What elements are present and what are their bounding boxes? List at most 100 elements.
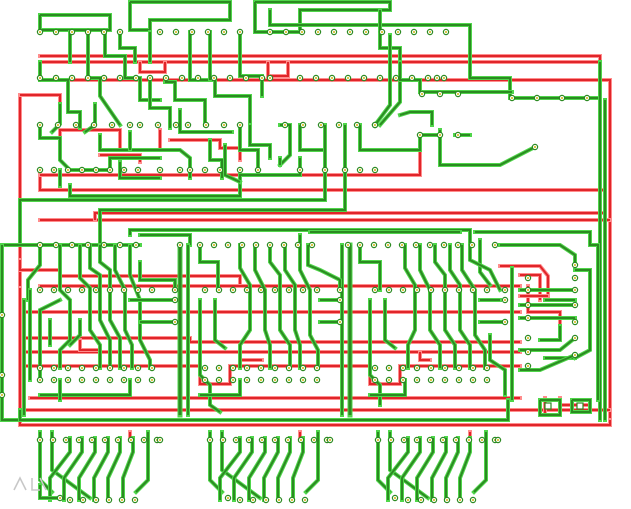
top-trace xyxy=(107,438,121,500)
drill-hole xyxy=(573,276,577,280)
drill-hole xyxy=(420,92,424,96)
top-trace-outline xyxy=(291,436,305,502)
drill-hole xyxy=(394,76,398,80)
drill-hole xyxy=(260,76,264,80)
drill-hole xyxy=(238,30,242,34)
top-trace xyxy=(379,10,401,126)
drill-hole xyxy=(80,288,84,292)
drill-hole xyxy=(86,76,90,80)
drill-hole xyxy=(268,30,272,34)
drill-hole xyxy=(457,288,461,292)
top-trace xyxy=(284,245,301,368)
drill-hole xyxy=(221,438,225,442)
drill-hole xyxy=(94,288,98,292)
drill-hole xyxy=(503,298,507,302)
top-trace xyxy=(219,438,241,500)
drill-hole xyxy=(108,366,112,370)
top-trace xyxy=(140,234,191,245)
drill-hole xyxy=(38,438,42,442)
drill-hole xyxy=(493,243,497,247)
drill-hole xyxy=(328,438,332,442)
drill-hole xyxy=(107,498,111,502)
drill-hole xyxy=(415,438,419,442)
drill-hole xyxy=(203,366,207,370)
drill-hole xyxy=(178,168,182,172)
drill-hole xyxy=(471,498,475,502)
drill-hole xyxy=(102,243,106,247)
drill-hole xyxy=(401,366,405,370)
drill-hole xyxy=(503,288,507,292)
bottom-trace xyxy=(20,94,61,105)
top-trace xyxy=(520,337,576,351)
drill-hole xyxy=(70,30,74,34)
drill-hole xyxy=(52,378,56,382)
top-trace xyxy=(78,438,96,500)
drill-hole xyxy=(70,76,74,80)
drill-hole xyxy=(273,366,277,370)
drill-hole xyxy=(443,378,447,382)
drill-hole xyxy=(222,30,226,34)
drill-hole xyxy=(122,168,126,172)
drill-hole xyxy=(372,243,376,247)
drill-hole xyxy=(259,378,263,382)
top-trace xyxy=(63,438,83,500)
drill-hole xyxy=(128,123,132,127)
top-trace xyxy=(473,432,487,493)
drill-hole xyxy=(526,303,530,307)
drill-hole xyxy=(526,364,530,368)
drill-hole xyxy=(208,438,212,442)
drill-hole xyxy=(406,498,410,502)
drill-hole xyxy=(419,498,423,502)
drill-hole xyxy=(283,123,287,127)
drill-hole xyxy=(338,320,342,324)
drill-hole xyxy=(338,288,342,292)
drill-hole xyxy=(245,288,249,292)
top-trace-outline xyxy=(298,123,327,152)
drill-hole xyxy=(428,438,432,442)
top-trace xyxy=(239,125,259,172)
drill-hole xyxy=(526,276,530,280)
drill-hole xyxy=(373,288,377,292)
drill-hole xyxy=(387,366,391,370)
drill-hole xyxy=(94,366,98,370)
drill-hole xyxy=(173,288,177,292)
top-trace-outline xyxy=(98,123,347,247)
top-trace xyxy=(104,32,160,101)
drill-hole xyxy=(298,76,302,80)
top-trace xyxy=(49,438,71,500)
top-trace xyxy=(93,438,109,500)
top-trace xyxy=(139,262,176,290)
drill-hole xyxy=(415,378,419,382)
top-trace-outline xyxy=(253,0,392,34)
drill-hole xyxy=(526,316,530,320)
drill-hole xyxy=(323,168,327,172)
top-trace xyxy=(224,145,241,183)
drill-hole xyxy=(134,76,138,80)
top-trace xyxy=(299,125,325,151)
drill-hole xyxy=(426,76,430,80)
drill-hole xyxy=(102,76,106,80)
top-trace xyxy=(119,32,136,62)
drill-hole xyxy=(180,76,184,80)
top-trace xyxy=(87,32,121,126)
drill-hole xyxy=(287,378,291,382)
drill-hole xyxy=(86,243,90,247)
square-pad xyxy=(544,402,552,410)
drill-hole xyxy=(52,288,56,292)
drill-hole xyxy=(401,378,405,382)
drill-hole xyxy=(240,243,244,247)
drill-hole xyxy=(94,168,98,172)
drill-hole xyxy=(190,30,194,34)
bottom-trace xyxy=(419,352,430,361)
top-trace xyxy=(214,300,226,349)
top-trace xyxy=(520,354,576,371)
top-trace xyxy=(434,245,456,368)
drill-hole xyxy=(38,168,42,172)
top-trace-outline xyxy=(238,243,252,370)
top-trace xyxy=(249,125,271,158)
drill-hole xyxy=(510,96,514,100)
drill-hole xyxy=(38,288,42,292)
drill-hole xyxy=(376,438,380,442)
drill-hole xyxy=(66,366,70,370)
